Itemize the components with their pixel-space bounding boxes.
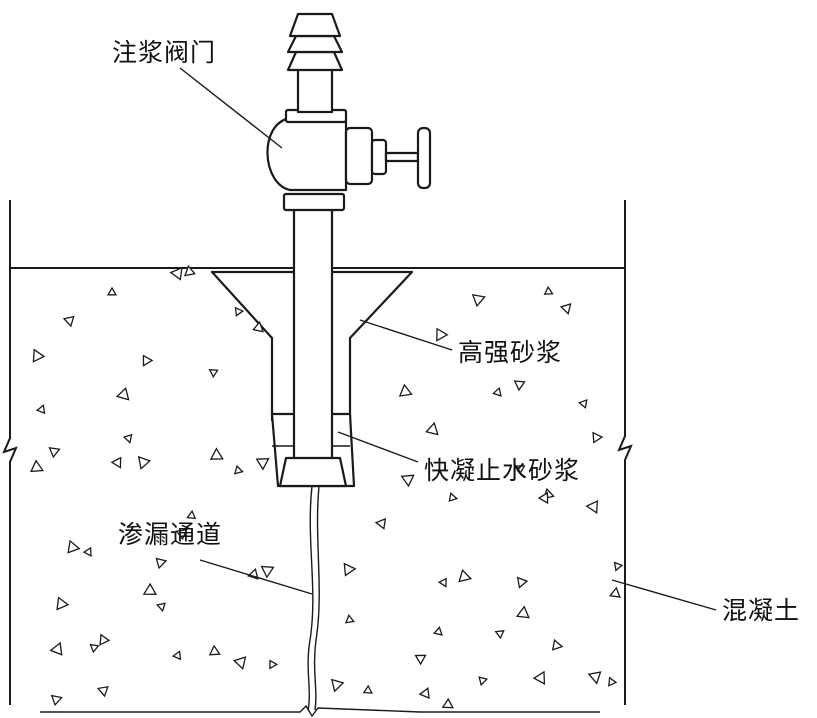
aggregate-speckle bbox=[67, 539, 81, 554]
aggregate-speckle bbox=[515, 605, 530, 619]
aggregate-speckle bbox=[171, 650, 182, 661]
aggregate-speckle bbox=[184, 264, 196, 277]
aggregate-speckle bbox=[35, 404, 46, 415]
aggregate-speckle bbox=[418, 686, 430, 700]
aggregate-speckle bbox=[50, 694, 63, 707]
aggregate-speckle bbox=[414, 654, 427, 666]
label-leakage-channel: 渗漏通道 bbox=[118, 520, 223, 549]
aggregate-speckle bbox=[208, 644, 221, 656]
aggregate-speckle bbox=[82, 546, 92, 557]
aggregate-speckle bbox=[32, 348, 46, 363]
aggregate-speckle bbox=[478, 676, 489, 687]
aggregate-speckle bbox=[436, 327, 449, 342]
aggregate-speckle bbox=[543, 285, 554, 295]
aggregate-speckle bbox=[155, 557, 168, 570]
aggregate-speckle bbox=[106, 286, 118, 296]
label-high-strength-mortar: 高强砂浆 bbox=[458, 338, 563, 367]
aggregate-speckle bbox=[441, 697, 454, 709]
aggregate-speckle bbox=[400, 474, 415, 488]
aggregate-speckle bbox=[608, 676, 618, 687]
aggregate-speckle bbox=[515, 465, 526, 475]
aggregate-speckle bbox=[330, 678, 345, 693]
leakage-channel bbox=[307, 485, 320, 711]
aggregate-speckle bbox=[186, 509, 197, 520]
label-concrete: 混凝土 bbox=[722, 596, 801, 625]
aggregate-speckle bbox=[592, 431, 604, 444]
aggregate-speckle bbox=[99, 633, 111, 646]
aggregate-speckle bbox=[559, 303, 572, 315]
label-grout-valve: 注浆阀门 bbox=[112, 38, 217, 67]
aggregate-speckle bbox=[208, 368, 219, 379]
grout-valve bbox=[266, 12, 432, 488]
aggregate-speckle bbox=[343, 562, 357, 577]
aggregate-speckle bbox=[155, 602, 166, 613]
aggregate-speckle bbox=[96, 685, 109, 698]
leader-lines bbox=[179, 67, 717, 611]
aggregate-speckle bbox=[362, 684, 373, 694]
aggregate-speckle bbox=[613, 561, 624, 572]
leader-grout-valve bbox=[179, 67, 283, 149]
aggregate-speckle bbox=[209, 447, 224, 460]
aggregate-speckle bbox=[175, 529, 188, 541]
aggregate-speckle bbox=[260, 565, 275, 579]
aggregate-speckle bbox=[232, 656, 247, 671]
aggregate-speckle bbox=[115, 387, 130, 401]
aggregate-speckle bbox=[551, 638, 564, 651]
aggregate-speckle bbox=[62, 315, 75, 328]
aggregate-speckle bbox=[169, 266, 183, 281]
aggregate-speckle bbox=[30, 459, 45, 473]
aggregate-speckle bbox=[448, 491, 459, 502]
aggregate-speckle bbox=[142, 354, 154, 367]
aggregate-speckle bbox=[89, 643, 100, 654]
aggregate-speckle bbox=[344, 613, 355, 624]
aggregate-speckle bbox=[587, 671, 602, 685]
aggregate-speckle bbox=[137, 455, 152, 470]
aggregate-speckle bbox=[122, 433, 133, 444]
aggregate-speckle bbox=[585, 499, 599, 515]
aggregate-speckle bbox=[437, 577, 447, 588]
aggregate-speckle bbox=[425, 421, 439, 436]
label-quick-setting-mortar: 快凝止水砂浆 bbox=[424, 456, 581, 485]
aggregate-speckle bbox=[458, 568, 473, 583]
aggregate-speckle bbox=[577, 398, 588, 409]
aggregate-speckle bbox=[608, 586, 621, 598]
aggregate-speckle bbox=[255, 457, 270, 471]
aggregate-speckle bbox=[142, 582, 158, 595]
aggregate-speckle bbox=[471, 293, 486, 308]
aggregate-speckle bbox=[233, 464, 244, 475]
leader-quick-setting-mortar bbox=[337, 431, 419, 463]
aggregate-speckle bbox=[48, 447, 61, 459]
aggregate-speckle bbox=[234, 306, 245, 317]
aggregate-speckle bbox=[492, 386, 502, 397]
aggregate-speckle bbox=[537, 491, 549, 505]
leader-concrete bbox=[611, 579, 717, 611]
aggregate-speckle bbox=[513, 380, 526, 392]
aggregate-speckle bbox=[516, 576, 529, 589]
aggregate-speckle bbox=[110, 456, 122, 469]
aggregate-speckle bbox=[494, 630, 505, 640]
aggregate-speckle bbox=[252, 320, 264, 333]
aggregate-speckle bbox=[532, 670, 546, 685]
aggregate-speckle bbox=[56, 596, 70, 611]
aggregate-speckle bbox=[49, 641, 63, 656]
aggregate-speckle bbox=[269, 659, 279, 670]
leader-high-strength-mortar bbox=[359, 319, 453, 351]
aggregate-speckle bbox=[398, 383, 413, 397]
aggregate-speckle bbox=[374, 517, 387, 530]
aggregate-speckles bbox=[30, 264, 624, 709]
leader-leakage-channel bbox=[199, 559, 313, 595]
aggregate-speckle bbox=[432, 626, 443, 636]
